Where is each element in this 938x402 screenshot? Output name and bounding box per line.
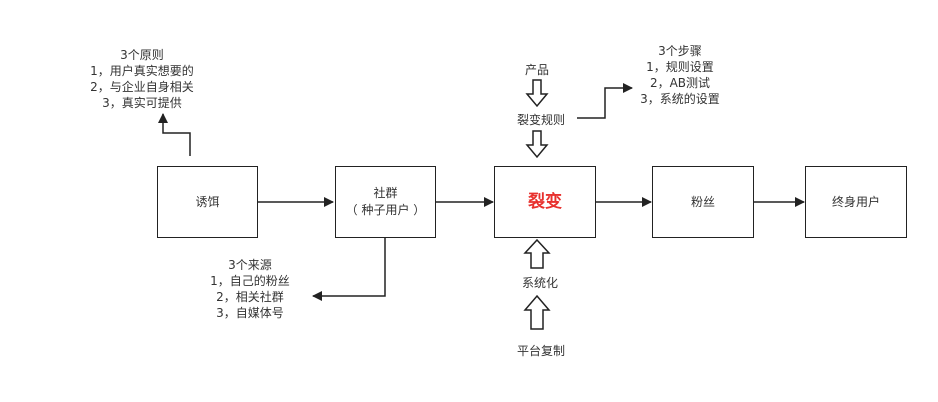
steps-item-3: 3，系统的设置 — [640, 92, 720, 106]
node-community-label: 社群 — [373, 186, 398, 200]
sources-note: 3个来源 1，自己的粉丝 2，相关社群 3，自媒体号 — [190, 257, 310, 321]
node-bait: 诱饵 — [157, 166, 258, 238]
node-fans-label: 粉丝 — [690, 194, 715, 209]
node-community: 社群 （ 种子用户 ） — [335, 166, 436, 238]
steps-item-1: 1，规则设置 — [646, 60, 714, 74]
principles-note: 3个原则 1，用户真实想要的 2，与企业自身相关 3，真实可提供 — [62, 47, 222, 111]
arrow-community-to-sources — [312, 238, 386, 301]
hollow-arrow-rules — [525, 130, 549, 159]
label-platform-copy: 平台复制 — [516, 344, 566, 358]
arrow-rules-to-steps — [577, 83, 633, 119]
label-fission-rules: 裂变规则 — [516, 113, 566, 127]
hollow-arrow-system — [523, 238, 551, 269]
node-fans: 粉丝 — [652, 166, 754, 238]
steps-note: 3个步骤 1，规则设置 2，AB测试 3，系统的设置 — [622, 43, 738, 107]
arrow-bait-to-principles — [158, 113, 191, 156]
sources-item-2: 2，相关社群 — [216, 290, 284, 304]
node-bait-label: 诱饵 — [195, 194, 220, 209]
node-lifetime-user-label: 终身用户 — [831, 194, 880, 209]
principles-item-3: 3，真实可提供 — [102, 96, 182, 110]
node-fission-label: 裂变 — [528, 191, 562, 212]
principles-item-2: 2，与企业自身相关 — [90, 80, 194, 94]
hollow-arrow-product — [525, 79, 549, 108]
node-fission: 裂变 — [494, 166, 596, 238]
principles-title: 3个原则 — [120, 48, 164, 62]
sources-item-3: 3，自媒体号 — [216, 306, 284, 320]
steps-item-2: 2，AB测试 — [649, 76, 711, 90]
steps-title: 3个步骤 — [658, 44, 702, 58]
node-lifetime-user: 终身用户 — [805, 166, 907, 238]
label-systemization: 系统化 — [521, 276, 559, 290]
sources-item-1: 1，自己的粉丝 — [210, 274, 290, 288]
hollow-arrow-platform — [523, 294, 551, 330]
principles-item-1: 1，用户真实想要的 — [90, 64, 194, 78]
label-product: 产品 — [524, 63, 550, 77]
sources-title: 3个来源 — [228, 258, 272, 272]
node-community-sublabel: （ 种子用户 ） — [345, 203, 426, 217]
